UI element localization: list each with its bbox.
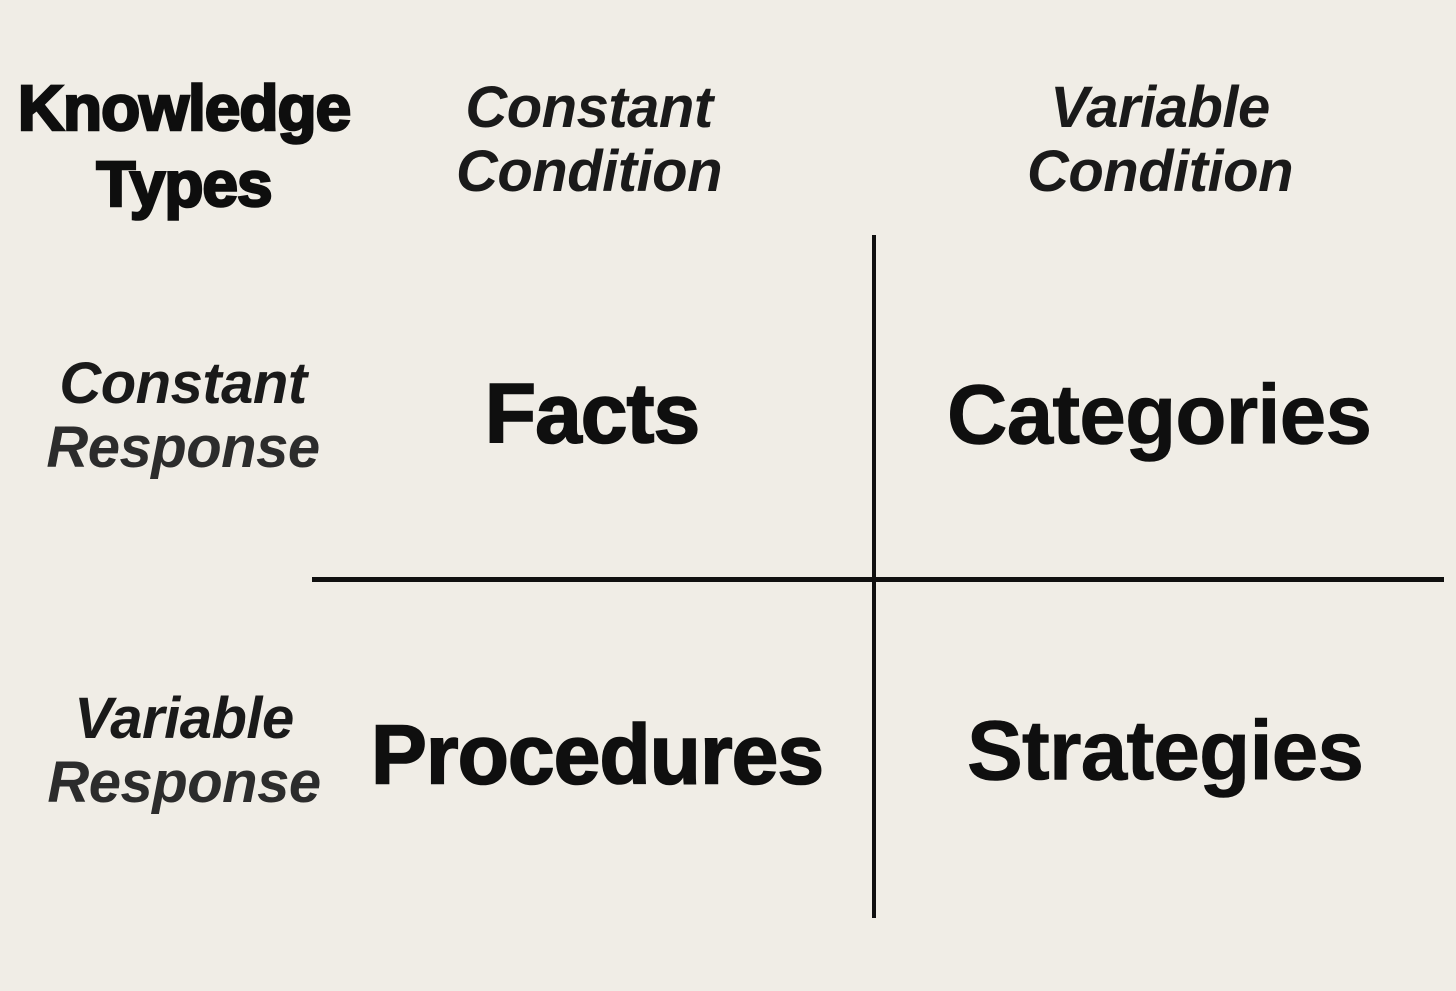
column-header-constant-condition: Constant Condition bbox=[455, 75, 723, 204]
column-divider-line bbox=[872, 235, 876, 918]
cell-facts: Facts bbox=[484, 366, 701, 462]
row-header-line2: Response bbox=[46, 415, 320, 480]
row-divider-line bbox=[312, 577, 1444, 582]
column-header-line1: Variable bbox=[1050, 75, 1270, 140]
column-header-line2: Condition bbox=[455, 139, 723, 204]
row-header-line1: Constant bbox=[59, 351, 307, 416]
row-header-constant-response: Constant Response bbox=[46, 351, 320, 480]
matrix-title-line2: Types bbox=[95, 147, 274, 222]
column-header-line1: Constant bbox=[465, 75, 713, 140]
matrix-title: Knowledge Types bbox=[17, 70, 353, 222]
row-header-variable-response: Variable Response bbox=[47, 686, 321, 815]
cell-strategies: Strategies bbox=[966, 703, 1365, 798]
cell-categories: Categories bbox=[946, 367, 1373, 462]
cell-procedures: Procedures bbox=[370, 707, 825, 803]
row-header-line2: Response bbox=[47, 750, 321, 815]
column-header-variable-condition: Variable Condition bbox=[1026, 75, 1294, 204]
row-header-line1: Variable bbox=[74, 686, 294, 751]
column-header-line2: Condition bbox=[1026, 139, 1294, 204]
matrix-title-line1: Knowledge bbox=[17, 71, 353, 146]
